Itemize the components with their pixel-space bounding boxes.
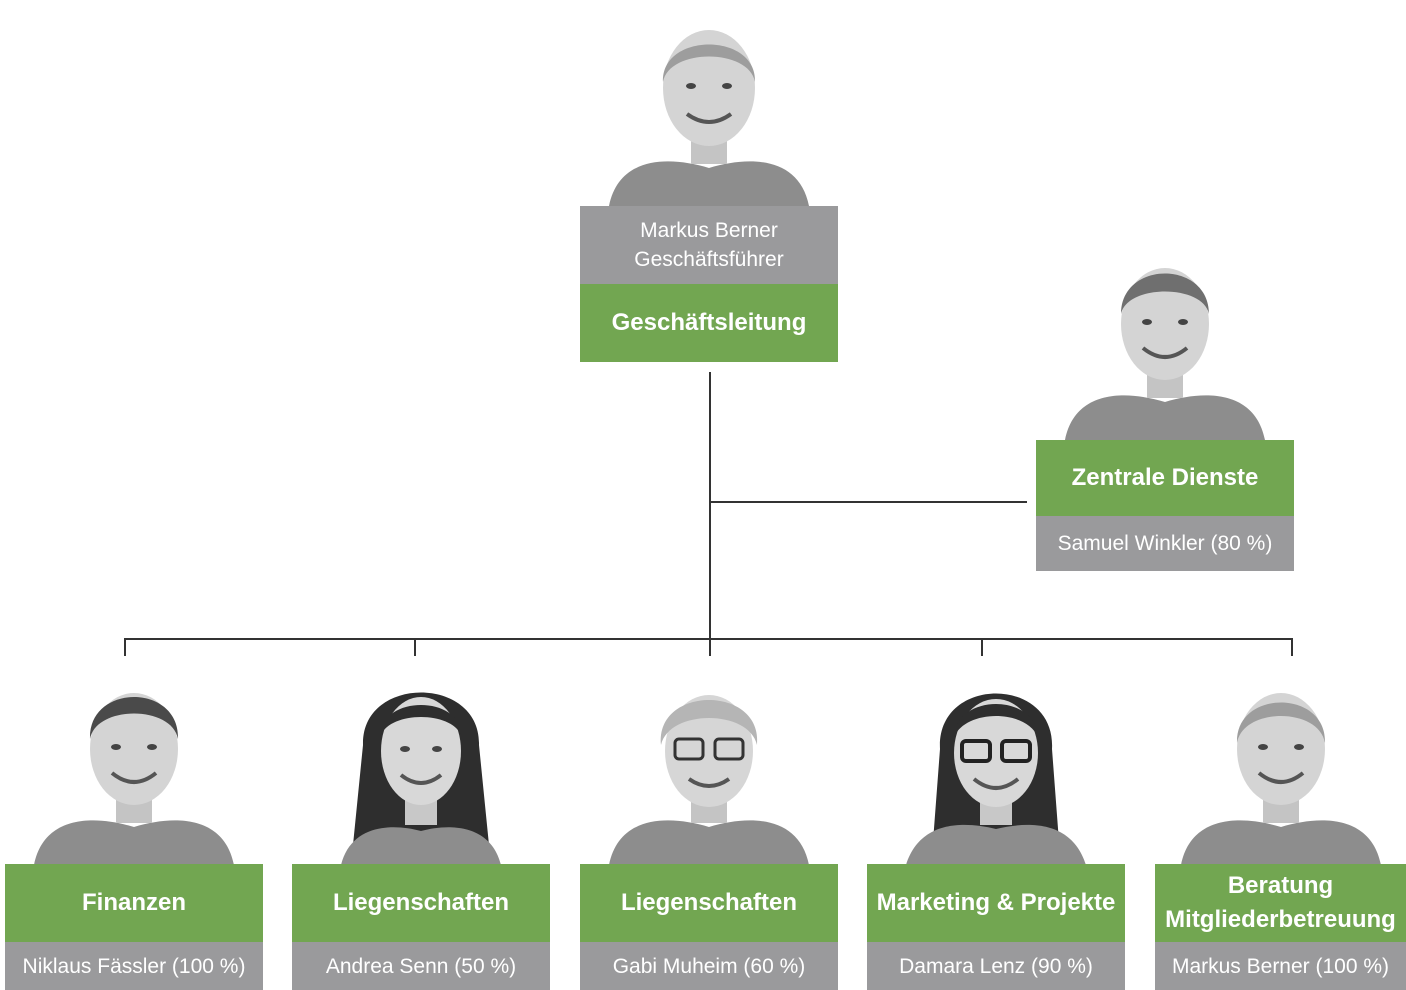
portrait-woman-icon (906, 693, 1086, 865)
person-liegenschaften: Andrea Senn (50 %) (292, 942, 550, 990)
portrait-man-icon (1180, 693, 1381, 865)
portrait-photo (1155, 665, 1406, 865)
portrait-man-icon (1065, 268, 1265, 440)
person-marketing-projekte: Damara Lenz (90 %) (867, 942, 1125, 990)
portrait-photo (867, 665, 1125, 865)
connector-drop-liegenschaften-1 (414, 638, 416, 656)
portrait-man-icon (609, 30, 809, 206)
unit-zentrale-dienste: Zentrale Dienste (1036, 440, 1294, 516)
unit-liegenschaften: Liegenschaften (292, 864, 550, 942)
connector-drop-beratung (1291, 638, 1293, 656)
portrait-photo (292, 665, 550, 865)
connector-horizontal (124, 638, 1293, 640)
portrait-photo (1036, 240, 1294, 440)
portrait-man-icon (34, 693, 234, 865)
connector-drop-marketing (981, 638, 983, 656)
person-beratung-mitgliederbetreuung: Markus Berner (100 %) (1155, 942, 1406, 990)
ceo-name: Markus Berner (640, 219, 778, 242)
connector-trunk (709, 372, 711, 656)
portrait-photo (580, 6, 838, 206)
unit-geschaeftsleitung: Geschäftsleitung (580, 284, 838, 362)
unit-beratung-mitgliederbetreuung: Beratung Mitgliederbetreuung (1155, 864, 1406, 942)
connector-drop-finanzen (124, 638, 126, 656)
unit-finanzen: Finanzen (5, 864, 263, 942)
person-finanzen: Niklaus Fässler (100 %) (5, 942, 263, 990)
ceo-role: Geschäftsführer (634, 248, 784, 271)
portrait-photo (5, 665, 263, 865)
portrait-photo (580, 665, 838, 865)
connector-staff (709, 501, 1027, 503)
unit-liegenschaften: Liegenschaften (580, 864, 838, 942)
ceo-name-box: Markus Berner Geschäftsführer (580, 206, 838, 284)
portrait-woman-icon (341, 692, 501, 865)
portrait-woman-icon (609, 695, 809, 865)
person-liegenschaften: Gabi Muheim (60 %) (580, 942, 838, 990)
unit-marketing-projekte: Marketing & Projekte (867, 864, 1125, 942)
person-zentrale-dienste: Samuel Winkler (80 %) (1036, 516, 1294, 571)
